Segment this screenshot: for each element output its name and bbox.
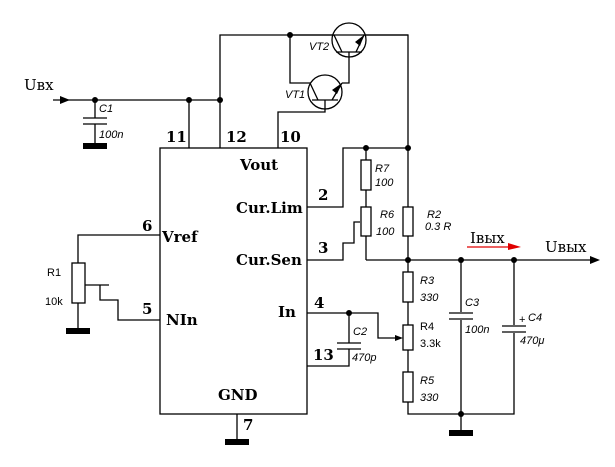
capacitor-c3: [449, 312, 473, 320]
pin-2: 2: [318, 186, 328, 204]
r3-value: 330: [420, 292, 439, 304]
r4-name: R4: [420, 321, 434, 333]
pin-13: 13: [313, 346, 334, 364]
ic-gnd-label: GND: [218, 386, 258, 404]
capacitor-c2: [337, 342, 361, 350]
ic-nin-label: NIn: [166, 311, 198, 329]
ic-ground: [225, 414, 249, 445]
transistor-vt2: [290, 22, 408, 84]
c1-value: 100n: [99, 129, 123, 141]
capacitor-c4: [502, 325, 526, 333]
resistor-r5: [402, 371, 414, 403]
c4-value: 470μ: [520, 335, 544, 347]
r4-value: 3.3k: [420, 338, 441, 350]
r6-name: R6: [380, 209, 395, 221]
ground-icon: [225, 439, 249, 445]
ic-body: [159, 147, 308, 415]
ic-in-label: In: [278, 303, 296, 321]
current-arrow-icon: [467, 243, 521, 250]
ground-icon: [449, 430, 473, 436]
feedback-wires: [307, 310, 403, 367]
pin-5: 5: [142, 300, 152, 318]
pin-10: 10: [280, 128, 301, 146]
pin-4: 4: [314, 294, 324, 312]
resistor-r6: [360, 206, 372, 237]
capacitor-c1: [83, 100, 107, 149]
r3-name: R3: [420, 275, 435, 287]
pin-7: 7: [243, 416, 253, 434]
r2-value: 0.3 R: [425, 221, 451, 233]
r6-value: 100: [376, 226, 395, 238]
vt1-label: VT1: [285, 89, 305, 101]
pin-11: 11: [166, 128, 187, 146]
transistor-vt1: [277, 35, 343, 148]
r5-name: R5: [420, 375, 435, 387]
c1-name: C1: [99, 103, 113, 115]
resistor-r1: [71, 262, 86, 304]
r2-name: R2: [427, 209, 441, 221]
current-sense-wires: [307, 145, 600, 264]
ic-vref-label: Vref: [161, 228, 199, 246]
r1-wires: [66, 234, 160, 334]
output-current-label: Iвых: [470, 229, 505, 247]
pin-12: 12: [226, 128, 247, 146]
ground-icon: [66, 328, 90, 334]
c2-value: 470p: [352, 352, 376, 364]
c2-name: C2: [353, 326, 367, 338]
input-voltage-label: Uвх: [24, 76, 54, 94]
resistor-r3: [402, 271, 414, 303]
ground-icon: [83, 143, 107, 149]
c3-name: C3: [465, 297, 480, 309]
vt2-label: VT2: [309, 41, 329, 53]
ic-curlim-label: Cur.Lim: [236, 199, 303, 217]
c4-polarity: +: [519, 314, 525, 326]
r5-value: 330: [420, 392, 439, 404]
resistor-r2: [402, 206, 414, 237]
r7-value: 100: [375, 177, 394, 189]
resistor-r7: [360, 159, 372, 191]
output-voltage-label: Uвых: [545, 238, 587, 256]
r7-name: R7: [375, 163, 390, 175]
ic-cursen-label: Cur.Sen: [236, 251, 302, 269]
r1-value: 10k: [45, 296, 63, 308]
ic-vout-label: Vout: [239, 156, 278, 174]
c3-value: 100n: [465, 324, 489, 336]
pin-6: 6: [142, 217, 152, 235]
resistor-r4: [402, 324, 414, 351]
pin-3: 3: [318, 239, 328, 257]
c4-name: C4: [528, 312, 542, 324]
r1-name: R1: [47, 267, 61, 279]
